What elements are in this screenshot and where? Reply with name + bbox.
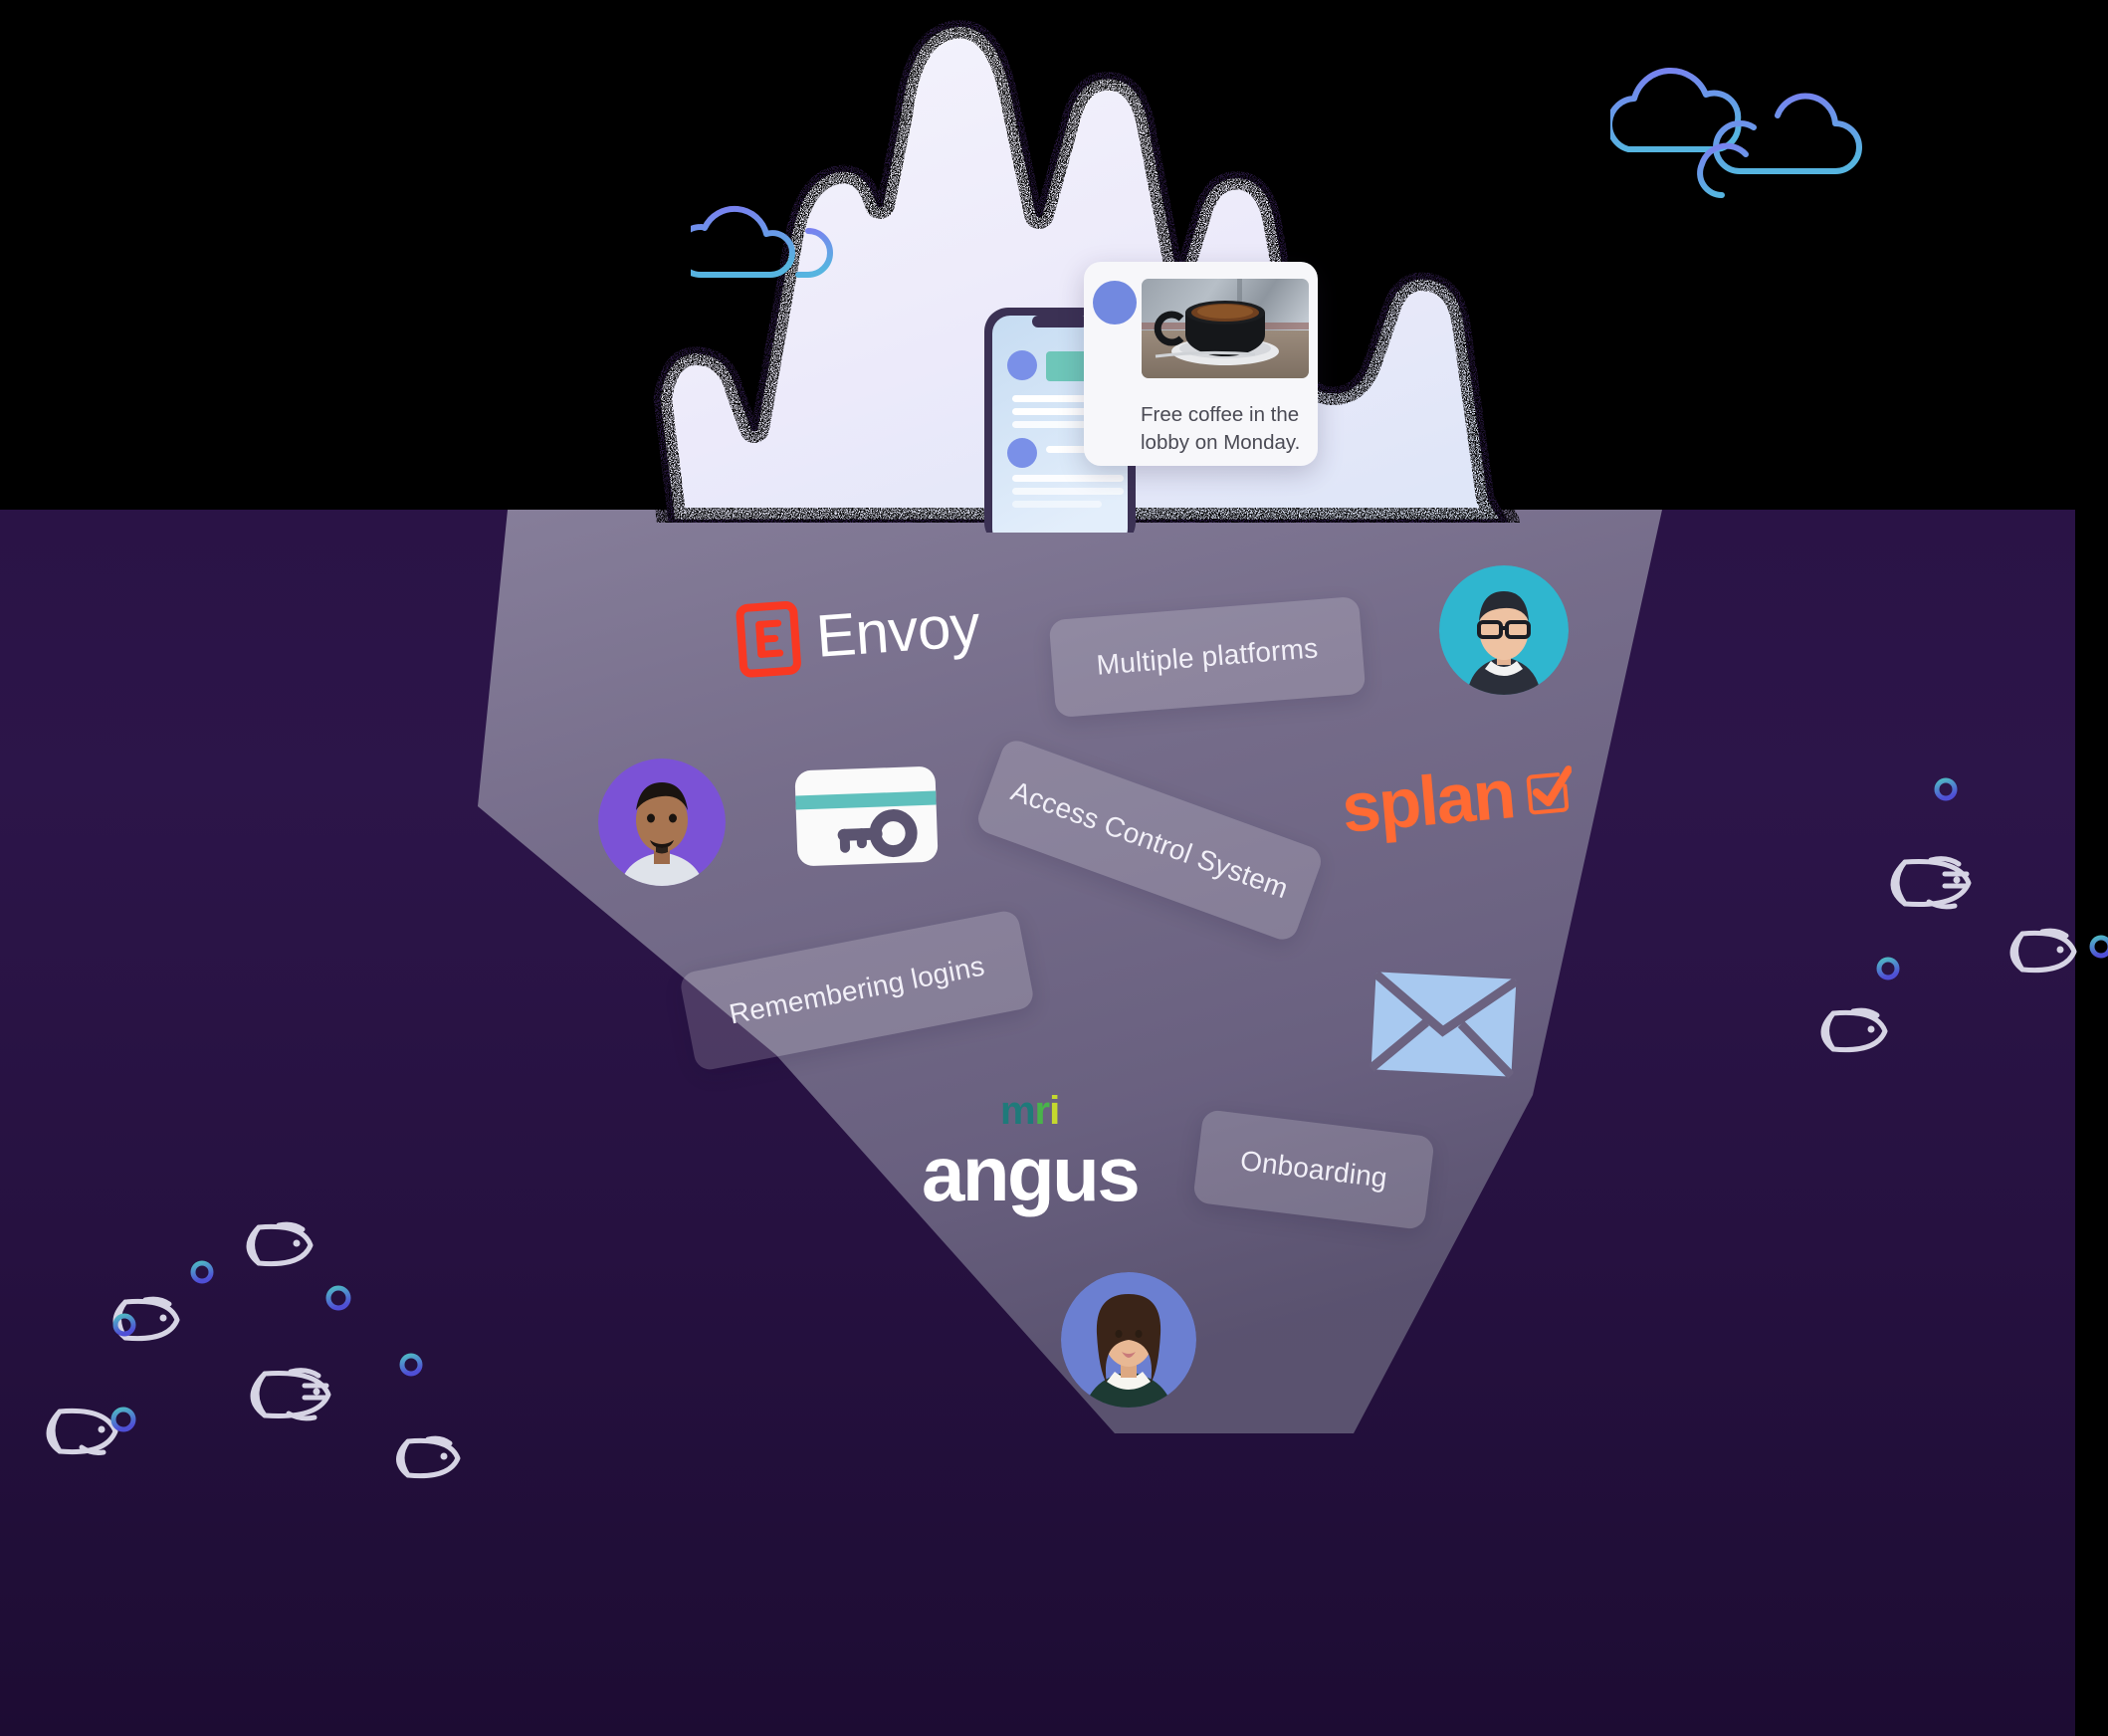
splan-wordmark: splan (1339, 755, 1518, 847)
key-card-icon (794, 766, 939, 866)
avatar-person-1[interactable] (1439, 565, 1569, 695)
splan-logo[interactable]: splan (1339, 749, 1577, 848)
envoy-wordmark: Envoy (813, 591, 982, 670)
cloud-right-icon (1610, 67, 1862, 198)
angus-wordmark: angus (922, 1130, 1141, 1217)
fish-icon (246, 1221, 314, 1267)
fish-icon (1820, 1007, 1888, 1053)
mri-letter-m: mri (999, 1089, 1060, 1133)
fish-icon (2009, 928, 2077, 974)
coffee-photo (1142, 279, 1309, 378)
notification-avatar (1093, 281, 1137, 325)
chip-label: Onboarding (1238, 1145, 1389, 1194)
bubble-icon (1934, 777, 1958, 801)
chip-label: Multiple platforms (1095, 632, 1320, 681)
splan-checkbox-icon (1526, 765, 1573, 815)
mri-wordmark: mri (922, 1091, 1138, 1131)
fish-icon (1890, 856, 1972, 910)
chip-label: Remembering logins (727, 950, 987, 1030)
bubble-icon (190, 1260, 214, 1284)
bubble-icon (325, 1285, 351, 1311)
bubble-icon (399, 1353, 423, 1377)
fish-icon (396, 1435, 461, 1479)
notification-message: Free coffee in the lobby on Monday. (1141, 403, 1301, 455)
bubble-icon (112, 1313, 136, 1337)
mri-angus-logo[interactable]: mri angus (922, 1091, 1141, 1217)
bubble-icon (110, 1407, 136, 1432)
fish-icon (46, 1408, 118, 1455)
right-edge-letterbox (2075, 510, 2108, 1736)
phone-avatar-circle (1007, 350, 1037, 380)
mri-letter: m (999, 1089, 1036, 1133)
avatar-person-2[interactable] (598, 759, 726, 886)
mri-letter: i (1049, 1089, 1060, 1133)
cloud-left-icon (691, 205, 834, 278)
envoy-logo[interactable]: Envoy (735, 587, 982, 680)
mri-letter: r (1034, 1089, 1051, 1133)
bubble-icon (2089, 935, 2108, 959)
fish-icon (250, 1368, 331, 1421)
bubble-icon (1876, 957, 1900, 980)
iceberg-underwater (478, 510, 1662, 1433)
envoy-mark-icon (736, 601, 801, 678)
envelope-icon (1369, 970, 1519, 1079)
avatar-person-3[interactable] (1061, 1272, 1196, 1408)
